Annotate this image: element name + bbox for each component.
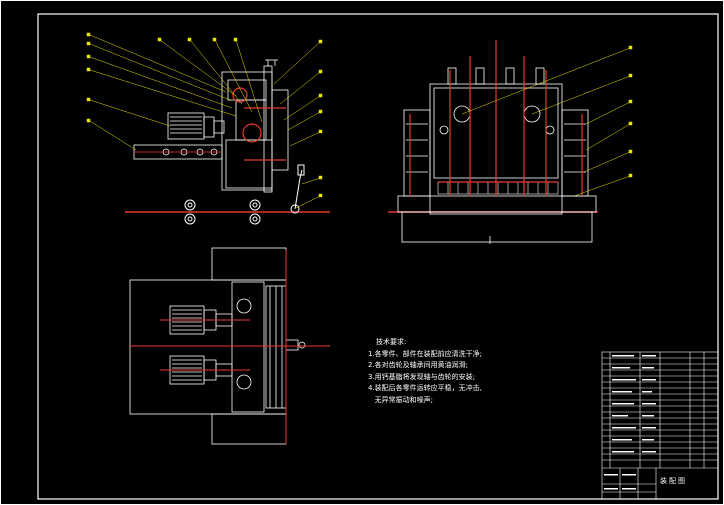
- side-view-leaders: [461, 45, 633, 197]
- technical-requirement-1: 1.各零件、部件在装配前应清洗干净;: [368, 349, 483, 358]
- technical-requirements-heading: 技术要求:: [376, 338, 407, 346]
- drawing-title: 装配图: [660, 477, 687, 485]
- gearbox-housing: [221, 59, 289, 193]
- feed-rollers: [184, 164, 305, 225]
- side-view-teeth: [437, 181, 559, 195]
- top-view-motors: [169, 298, 306, 390]
- motor-body: [167, 112, 225, 140]
- technical-requirement-4-cont: 无异常振动和噪声;: [368, 395, 434, 404]
- side-view: [388, 40, 633, 244]
- top-view-centerlines: [130, 250, 330, 444]
- title-block: [601, 351, 719, 500]
- side-view-frame: [397, 67, 597, 244]
- technical-requirement-2: 2.各对齿轮及轴承间用黄油润滑;: [368, 361, 469, 369]
- feed-rail: [133, 144, 223, 160]
- top-view-frame: [129, 247, 287, 445]
- title-block-fill-marks: [604, 355, 656, 490]
- technical-requirements: 技术要求: 1.各零件、部件在装配前应清洗干净; 2.各对齿轮及轴承间用黄油润滑…: [368, 337, 482, 406]
- gear-wheels: [232, 87, 286, 161]
- technical-requirement-3: 3.用钙基脂将发现轴与齿轮的安装;: [368, 372, 476, 381]
- front-view: [86, 32, 330, 225]
- side-view-shafts: [409, 40, 583, 196]
- technical-requirement-4: 4.装配后各零件运转应平稳，无冲击,: [368, 384, 482, 392]
- top-view: [129, 247, 330, 445]
- front-view-leaders: [86, 32, 323, 209]
